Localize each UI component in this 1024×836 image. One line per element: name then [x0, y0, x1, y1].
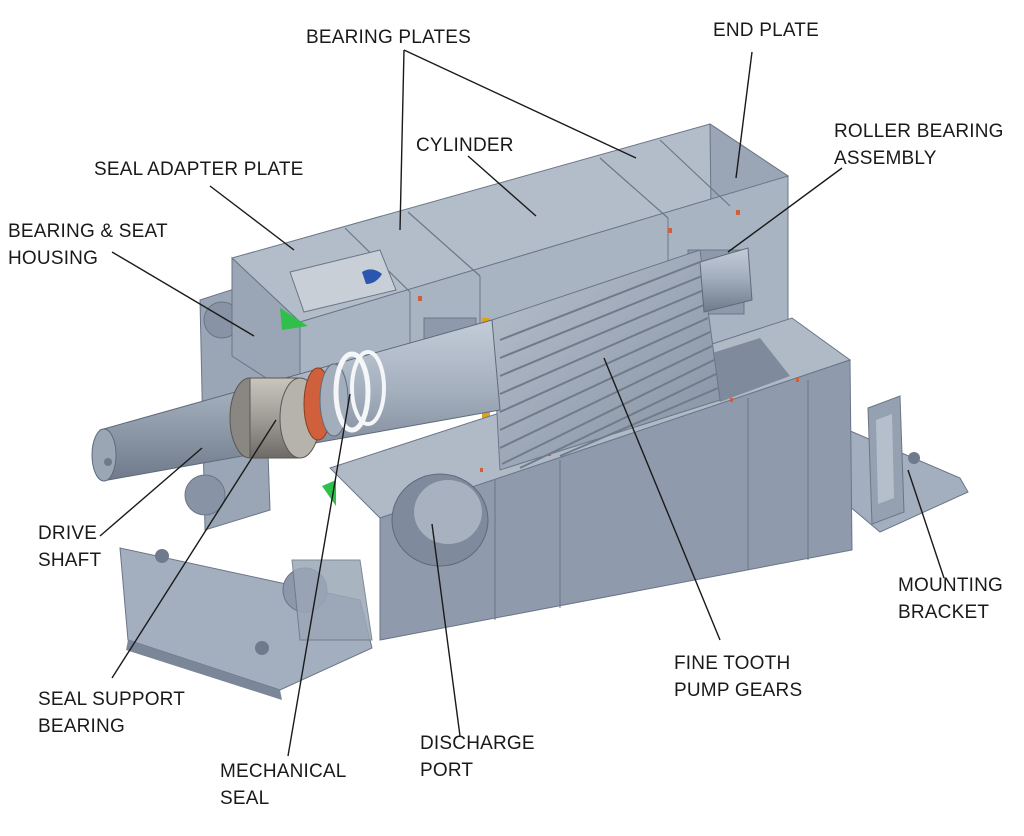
label-seal-support-bearing: SEAL SUPPORT BEARING: [38, 689, 186, 737]
label-drive-shaft: DRIVE SHAFT: [38, 523, 102, 571]
label-bearing-seat-housing: BEARING & SEAT HOUSING: [8, 221, 168, 269]
label-mounting-bracket: MOUNTING BRACKET: [898, 575, 1004, 623]
seal-support-bearing-part: [229, 377, 321, 459]
leader-seal-support: [111, 419, 277, 679]
mounting-hole: [155, 549, 169, 563]
leader-mounting-bracket: [907, 469, 945, 579]
leader-seal-adapter: [209, 185, 295, 251]
label-fine-tooth-pump-gears: FINE TOOTH PUMP GEARS: [674, 653, 803, 701]
label-mechanical-seal: MECHANICAL SEAL: [220, 761, 347, 809]
leader-roller-bearing: [727, 167, 843, 253]
mounting-hole: [255, 641, 269, 655]
label-seal-adapter-plate: SEAL ADAPTER PLATE: [94, 159, 304, 180]
leader-end-plate: [735, 51, 753, 179]
mechanical-seal-part: [303, 350, 386, 441]
pump-gear: [491, 249, 721, 471]
label-bearing-plates: BEARING PLATES: [306, 27, 472, 48]
label-end-plate: END PLATE: [713, 20, 819, 41]
leader-bearing-plates-1: [399, 49, 405, 231]
label-cylinder: CYLINDER: [416, 135, 514, 156]
mounting-bracket-part: [867, 395, 905, 525]
leader-cylinder: [467, 155, 537, 217]
label-discharge-port: DISCHARGE PORT: [420, 733, 535, 781]
leader-discharge-port: [431, 523, 461, 737]
leader-pump-gears: [603, 357, 721, 641]
mounting-hole: [908, 452, 920, 464]
leader-drive-shaft: [99, 447, 203, 537]
leader-bearing-seat: [111, 251, 255, 337]
leader-bearing-plates-2: [403, 49, 637, 159]
label-roller-bearing-assembly: ROLLER BEARING ASSEMBLY: [834, 121, 1004, 169]
leader-mechanical-seal: [287, 393, 351, 757]
